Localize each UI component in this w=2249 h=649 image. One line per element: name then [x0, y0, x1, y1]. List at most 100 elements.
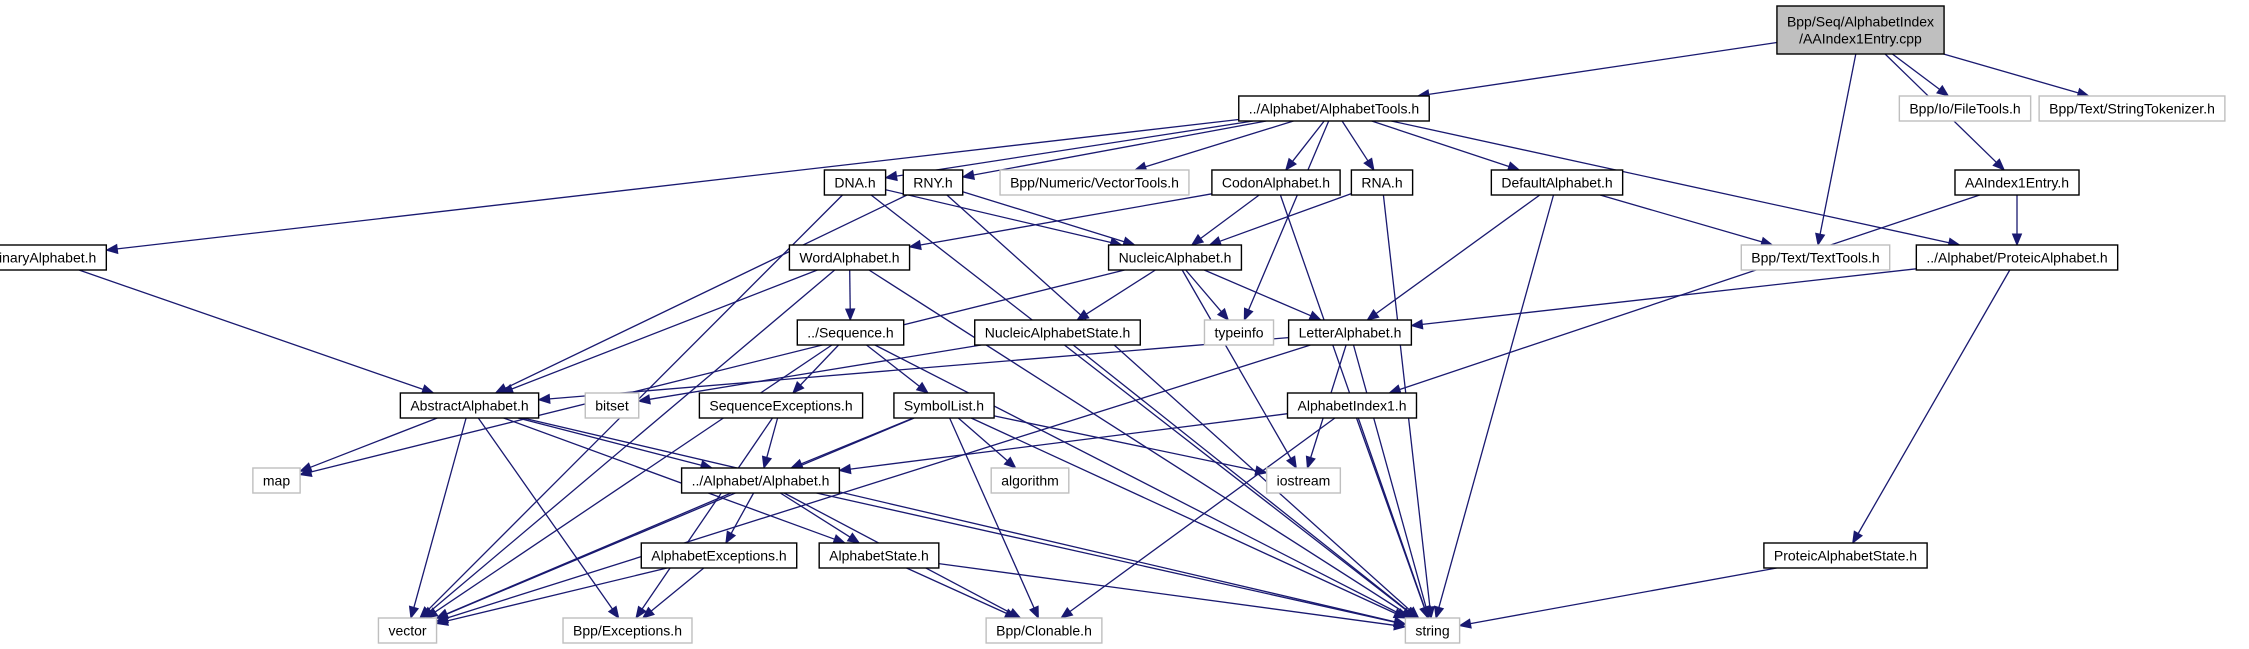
arrowhead-alphabet-to-alphabetexceptions	[725, 530, 737, 545]
node-nucleicalphabetstate[interactable]: NucleicAlphabetState.h	[974, 319, 1141, 346]
node-alphabettools[interactable]: ../Alphabet/AlphabetTools.h	[1238, 95, 1430, 122]
node-label-rny: RNY.h	[913, 175, 952, 191]
edge-root-to-texttools	[1819, 53, 1857, 235]
edge-defaultalphabet-to-texttools	[1599, 194, 1763, 243]
node-alphabetstate[interactable]: AlphabetState.h	[818, 542, 940, 569]
node-sequenceexceptions[interactable]: SequenceExceptions.h	[698, 392, 864, 419]
node-label-alphabetindex1: AlphabetIndex1.h	[1298, 398, 1407, 414]
node-label-defaultalphabet: DefaultAlphabet.h	[1501, 175, 1612, 191]
node-binaryalphabet[interactable]: BinaryAlphabet.h	[0, 244, 108, 271]
edge-sequence-to-symbollist	[866, 344, 920, 387]
node-box-alphabetstate[interactable]	[818, 542, 940, 569]
arrowhead-sequence-to-vector	[425, 607, 439, 619]
edge-dna-to-nucleicalphabet	[885, 189, 1112, 244]
arrowhead-defaultalphabet-to-string	[1434, 605, 1445, 620]
node-aaindex1entry[interactable]: AAIndex1Entry.h	[1954, 169, 2080, 196]
node-box-filetools	[1898, 95, 2032, 122]
edge-alphabetindex1-to-string	[1355, 417, 1425, 608]
node-box-alphabetexceptions[interactable]	[640, 542, 798, 569]
node-string: string	[1404, 617, 1461, 644]
nodes-layer: Bpp/Seq/AlphabetIndex/AAIndex1Entry.cpp.…	[0, 5, 2226, 644]
edge-alphabettools-to-proteicalphabet	[1391, 120, 1950, 244]
node-box-rny[interactable]	[902, 169, 964, 196]
node-label-binaryalphabet: BinaryAlphabet.h	[0, 250, 96, 266]
arrowhead-abstractalphabet-to-map	[298, 462, 313, 473]
node-letteralphabet[interactable]: LetterAlphabet.h	[1287, 319, 1413, 346]
node-proteicalphabetstate[interactable]: ProteicAlphabetState.h	[1763, 542, 1928, 569]
node-box-stringtokenizer	[2038, 95, 2226, 122]
arrowhead-alphabetexceptions-to-vector	[435, 615, 449, 626]
node-box-proteicalphabetstate[interactable]	[1763, 542, 1928, 569]
node-box-defaultalphabet[interactable]	[1490, 169, 1624, 196]
node-label-vectortools: Bpp/Numeric/VectorTools.h	[1010, 175, 1179, 191]
edge-abstractalphabet-to-alphabet	[517, 417, 702, 466]
edge-codonalphabet-to-nucleicalphabet	[1200, 194, 1260, 239]
node-rna[interactable]: RNA.h	[1350, 169, 1414, 196]
edge-alphabet-to-string	[816, 492, 1395, 623]
node-box-clonable	[985, 617, 1103, 644]
node-box-rna[interactable]	[1350, 169, 1414, 196]
node-proteicalphabet[interactable]: ../Alphabet/ProteicAlphabet.h	[1915, 244, 2119, 271]
node-box-sequence[interactable]	[796, 319, 905, 346]
edge-alphabetexceptions-to-vector	[447, 567, 668, 622]
edge-alphabettools-to-codonalphabet	[1292, 120, 1325, 162]
node-alphabetindex1[interactable]: AlphabetIndex1.h	[1286, 392, 1418, 419]
node-box-root[interactable]	[1776, 5, 1945, 55]
node-box-aaindex1entry[interactable]	[1954, 169, 2080, 196]
node-label-alphabetexceptions: AlphabetExceptions.h	[651, 548, 786, 564]
arrowhead-root-to-filetools	[1936, 84, 1950, 97]
node-defaultalphabet[interactable]: DefaultAlphabet.h	[1490, 169, 1624, 196]
edge-nucleicalphabet-to-typeinfo	[1185, 269, 1222, 313]
arrowhead-nucleicalphabet-to-typeinfo	[1216, 307, 1230, 322]
node-box-binaryalphabet[interactable]	[0, 244, 108, 271]
edge-rny-to-nucleicalphabet	[962, 191, 1125, 243]
node-box-vectortools	[999, 169, 1190, 196]
node-dna[interactable]: DNA.h	[823, 169, 887, 196]
node-sequence[interactable]: ../Sequence.h	[796, 319, 905, 346]
node-box-exceptions	[562, 617, 693, 644]
node-box-nucleicalphabetstate[interactable]	[974, 319, 1141, 346]
node-label-symbollist: SymbolList.h	[904, 398, 984, 414]
node-box-alphabettools[interactable]	[1238, 95, 1430, 122]
node-box-abstractalphabet[interactable]	[399, 392, 540, 419]
node-box-bitset	[584, 392, 640, 419]
edge-defaultalphabet-to-string	[1438, 194, 1555, 608]
node-alphabet[interactable]: ../Alphabet/Alphabet.h	[680, 467, 841, 494]
node-box-letteralphabet[interactable]	[1287, 319, 1413, 346]
node-box-codonalphabet[interactable]	[1211, 169, 1341, 196]
node-label-nucleicalphabet: NucleicAlphabet.h	[1119, 250, 1232, 266]
node-label-vector: vector	[388, 623, 426, 639]
node-box-alphabet[interactable]	[680, 467, 841, 494]
node-rny[interactable]: RNY.h	[902, 169, 964, 196]
node-box-proteicalphabet[interactable]	[1915, 244, 2119, 271]
node-wordalphabet[interactable]: WordAlphabet.h	[788, 244, 911, 271]
arrowhead-nucleicalphabet-to-letteralphabet	[1308, 310, 1323, 321]
edge-sequenceexceptions-to-exceptions	[641, 417, 774, 610]
node-box-alphabetindex1[interactable]	[1286, 392, 1418, 419]
edge-alphabetindex1-to-alphabet	[850, 413, 1288, 470]
node-alphabetexceptions[interactable]: AlphabetExceptions.h	[640, 542, 798, 569]
edge-aaindex1entry-to-alphabetindex1	[1399, 194, 1980, 391]
node-root[interactable]: Bpp/Seq/AlphabetIndex/AAIndex1Entry.cpp	[1776, 5, 1945, 55]
node-label-alphabettools: ../Alphabet/AlphabetTools.h	[1249, 101, 1419, 117]
edge-sequence-to-string	[874, 344, 1399, 614]
node-box-map	[252, 467, 301, 494]
node-box-symbollist[interactable]	[893, 392, 995, 419]
edge-alphabettools-to-typeinfo	[1248, 120, 1330, 311]
node-abstractalphabet[interactable]: AbstractAlphabet.h	[399, 392, 540, 419]
arrowhead-rna-to-nucleicalphabet	[1208, 236, 1223, 247]
node-codonalphabet[interactable]: CodonAlphabet.h	[1211, 169, 1341, 196]
edge-alphabettools-to-vectortools	[1145, 120, 1294, 168]
arrowhead-sequenceexceptions-to-alphabet	[761, 455, 773, 470]
node-box-vector	[377, 617, 438, 644]
node-box-wordalphabet[interactable]	[788, 244, 911, 271]
arrowhead-alphabetindex1-to-string	[1419, 605, 1430, 620]
arrowhead-codonalphabet-to-nucleicalphabet	[1190, 233, 1205, 246]
node-nucleicalphabet[interactable]: NucleicAlphabet.h	[1107, 244, 1243, 271]
node-box-dna[interactable]	[823, 169, 887, 196]
node-box-nucleicalphabet[interactable]	[1107, 244, 1243, 271]
node-symbollist[interactable]: SymbolList.h	[893, 392, 995, 419]
arrowhead-wordalphabet-to-sequence	[844, 308, 856, 322]
node-box-sequenceexceptions[interactable]	[698, 392, 864, 419]
